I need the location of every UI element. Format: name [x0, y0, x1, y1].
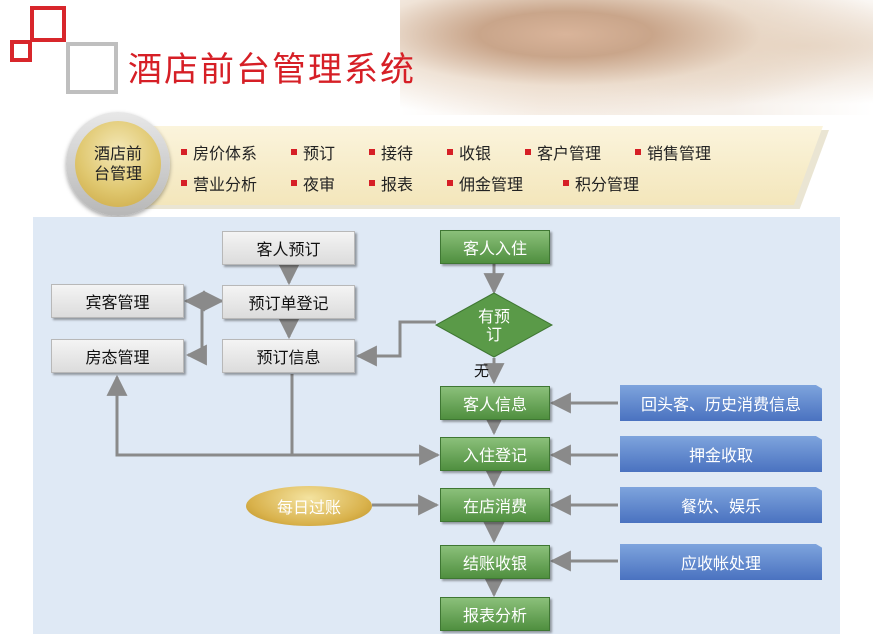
menu-item-sales[interactable]: 销售管理 — [635, 140, 745, 164]
menu-row-1: 房价体系 预订 接待 收银 客户管理 销售管理 — [181, 140, 745, 164]
menu-item-night-audit[interactable]: 夜审 — [291, 171, 369, 195]
node-dining-entertainment[interactable]: 餐饮、娱乐 — [620, 487, 822, 523]
deco-square-red-large — [30, 6, 66, 42]
module-banner — [96, 126, 823, 205]
bullet-icon — [181, 180, 187, 186]
bullet-icon — [447, 149, 453, 155]
page-title: 酒店前台管理系统 — [128, 50, 416, 90]
menu-item-customer[interactable]: 客户管理 — [525, 140, 635, 164]
deco-square-red-small — [10, 40, 32, 62]
node-booking-register[interactable]: 预订单登记 — [222, 285, 355, 319]
node-returning-guest[interactable]: 回头客、历史消费信息 — [620, 385, 822, 421]
bullet-icon — [291, 180, 297, 186]
menu-item-points[interactable]: 积分管理 — [563, 171, 673, 195]
module-badge: 酒店前台管理 — [75, 121, 161, 207]
bullet-icon — [291, 149, 297, 155]
menu-item-booking[interactable]: 预订 — [291, 140, 369, 164]
node-checkin-register[interactable]: 入住登记 — [440, 437, 550, 471]
badge-line-1: 酒店前 — [93, 144, 142, 163]
node-booking-info[interactable]: 预订信息 — [222, 339, 355, 373]
bullet-icon — [181, 149, 187, 155]
bullet-icon — [447, 180, 453, 186]
menu-item-business-analysis[interactable]: 营业分析 — [181, 171, 291, 195]
node-checkout-cashier[interactable]: 结账收银 — [440, 545, 550, 579]
bullet-icon — [563, 180, 569, 186]
node-guest-check-in[interactable]: 客人入住 — [440, 230, 550, 264]
menu-row-2: 营业分析 夜审 报表 佣金管理 积分管理 — [181, 171, 673, 195]
bullet-icon — [369, 149, 375, 155]
bullet-icon — [525, 149, 531, 155]
menu-item-cashier[interactable]: 收银 — [447, 140, 525, 164]
menu-item-commission[interactable]: 佣金管理 — [447, 171, 563, 195]
deco-square-gray — [66, 42, 118, 94]
node-room-status[interactable]: 房态管理 — [51, 339, 184, 373]
node-receivables[interactable]: 应收帐处理 — [620, 544, 822, 580]
menu-item-reception[interactable]: 接待 — [369, 140, 447, 164]
decision-label: 有预订 — [477, 307, 510, 344]
node-report-analysis[interactable]: 报表分析 — [440, 597, 550, 631]
header-photo — [400, 0, 873, 115]
bullet-icon — [635, 149, 641, 155]
node-in-store-consumption[interactable]: 在店消费 — [440, 488, 550, 522]
badge-line-2: 台管理 — [93, 164, 142, 183]
menu-item-room-rate[interactable]: 房价体系 — [181, 140, 291, 164]
node-deposit[interactable]: 押金收取 — [620, 436, 822, 472]
node-guest-booking[interactable]: 客人预订 — [222, 231, 355, 265]
branch-label-no: 无 — [474, 362, 490, 380]
decision-diamond — [434, 292, 554, 358]
menu-item-reports[interactable]: 报表 — [369, 171, 447, 195]
node-guest-management[interactable]: 宾客管理 — [51, 284, 184, 318]
node-daily-posting[interactable]: 每日过账 — [246, 486, 372, 526]
node-guest-info[interactable]: 客人信息 — [440, 386, 550, 420]
bullet-icon — [369, 180, 375, 186]
